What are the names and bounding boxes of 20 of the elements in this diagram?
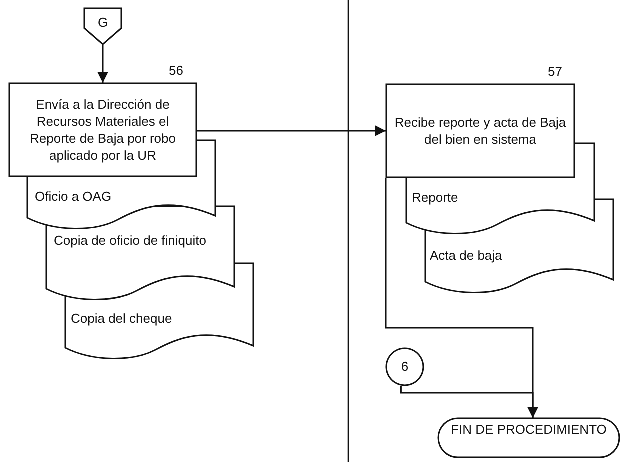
node-text: Copia de oficio de finiquito	[54, 232, 208, 249]
node-text: FIN DE PROCEDIMIENTO	[450, 421, 608, 438]
node-text: Reporte	[412, 189, 460, 206]
arrow	[98, 45, 108, 83]
process-box	[9, 83, 197, 177]
terminal-shape	[438, 418, 620, 458]
arrow	[197, 125, 386, 136]
node-text: Recibe reporte y acta de Baja del bien en sistema	[394, 114, 568, 148]
step-number: 57	[548, 64, 562, 79]
node-text: Copia del cheque	[71, 310, 174, 327]
arrow	[400, 386, 538, 418]
step-number: 56	[169, 63, 184, 78]
connector-circle	[386, 348, 424, 386]
node-text: G	[96, 14, 110, 31]
node-text: Oficio a OAG	[35, 188, 113, 205]
offpage-connector	[84, 8, 122, 45]
node-text: Acta de baja	[430, 247, 504, 264]
process-box	[386, 84, 575, 178]
node-text: Envía a la Dirección de Recursos Materiales el Reporte de Baja por robo aplicado por la UR	[29, 96, 177, 164]
node-text: 6	[400, 358, 410, 375]
